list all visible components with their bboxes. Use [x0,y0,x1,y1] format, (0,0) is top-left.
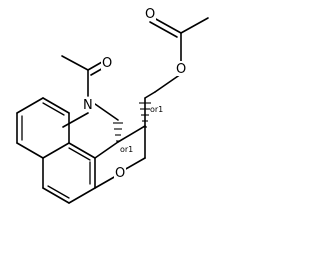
naphthalene-rings [16,97,96,204]
ester-o-ch2-bond [154,73,182,93]
stereo-hash-c2 [139,102,151,128]
n-methylacetamide-group [61,55,119,128]
c10a-c10-bond [42,142,70,159]
c8-c7-bond [16,97,44,114]
n-methyl-bond [62,112,89,128]
c10-c10b-bond [68,142,96,159]
atom-o-carbonyl-amide: O [102,56,112,71]
c7-c6-bond [42,97,70,114]
acetate-carbonyl-double-bond-a [153,17,182,34]
c1-n-bond [94,103,119,121]
structure-drawing: O O O N O or1 or1 [16,5,209,204]
acetate-carbonyl-double-bond-b [149,21,178,38]
stereo-label-c1: or1 [120,145,133,154]
atom-o-ring: O [115,166,125,181]
stereo-hash-c1 [113,122,123,142]
atom-o-ester: O [176,62,186,77]
amide-methyl-bond [61,55,89,71]
amide-carbonyl-double-a [87,61,103,71]
c1-c10b-bond [94,141,119,159]
dihydropyran-ring [94,125,146,189]
molecule-diagram: O O O N O or1 or1 [16,5,209,204]
c2-c1-bond [117,125,146,143]
atom-n-amide: N [83,98,93,113]
ch2-c2-bond [144,91,156,99]
o-c4a-bond [94,175,117,189]
c3-o-bond [123,157,146,171]
c4a-c5-bond [68,187,96,204]
stereo-label-c2: or1 [150,105,163,114]
stereo-labels: or1 or1 [120,105,163,154]
c10a-c9-bond [16,142,44,159]
c5-c6-inner [47,185,70,199]
c5-c6-bond [42,187,70,204]
c10-c10b-inner [68,147,91,161]
acetate-methyl-bond [180,17,209,34]
atom-labels: O O O N O [82,5,187,181]
atom-o-carbonyl-ester: O [145,7,155,22]
c7-c6-inner [42,102,65,116]
